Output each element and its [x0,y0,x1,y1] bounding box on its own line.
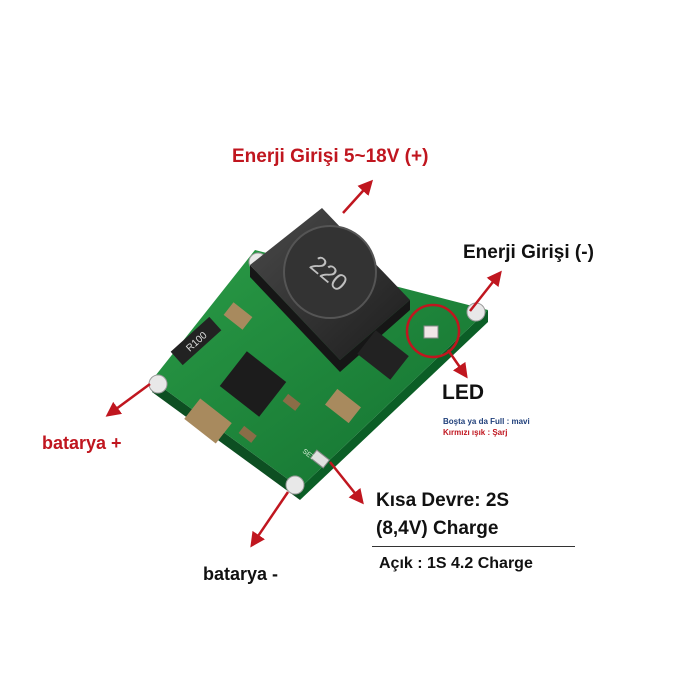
arrow-battery-minus [250,491,290,548]
arrow-set-pad [329,461,364,505]
arrow-input-plus [342,179,374,214]
capacitor-1 [184,398,232,444]
arrow-led [446,349,468,379]
arrow-input-minus [469,270,502,312]
pad-bottom-right [285,475,305,495]
label-led: LED [442,381,484,404]
resistor [170,316,222,366]
capacitor-3 [223,302,253,330]
divider-line [372,546,575,547]
arrow-battery-plus [105,382,151,417]
pcb-board-edge-right [300,310,488,500]
label-led-note-idle: Boşta ya da Full : mavi [443,417,530,426]
capacitor-2 [325,388,361,424]
led-highlight-circle [405,303,461,359]
pad-bottom-left [148,374,168,394]
label-input-minus: Enerji Girişi (-) [463,242,594,263]
label-short-circuit-line2: (8,4V) Charge [376,518,499,539]
diode [357,330,409,380]
label-battery-plus: batarya + [42,433,122,453]
resistor-small-1 [238,425,257,443]
label-led-note-charge: Kırmızı ışık : Şarj [443,428,508,437]
label-input-plus: Enerji Girişi 5~18V (+) [232,146,429,167]
inductor-core [283,225,377,319]
set-pad [309,449,331,469]
pad-top-right [466,302,486,322]
led [423,325,439,339]
label-open-mode: Açık : 1S 4.2 Charge [379,555,533,572]
label-short-circuit-line1: Kısa Devre: 2S [376,490,510,511]
pcb-board-edge [152,380,300,500]
resistor-small-2 [282,393,301,411]
label-battery-minus: batarya - [203,564,279,584]
charger-ic [219,351,287,417]
